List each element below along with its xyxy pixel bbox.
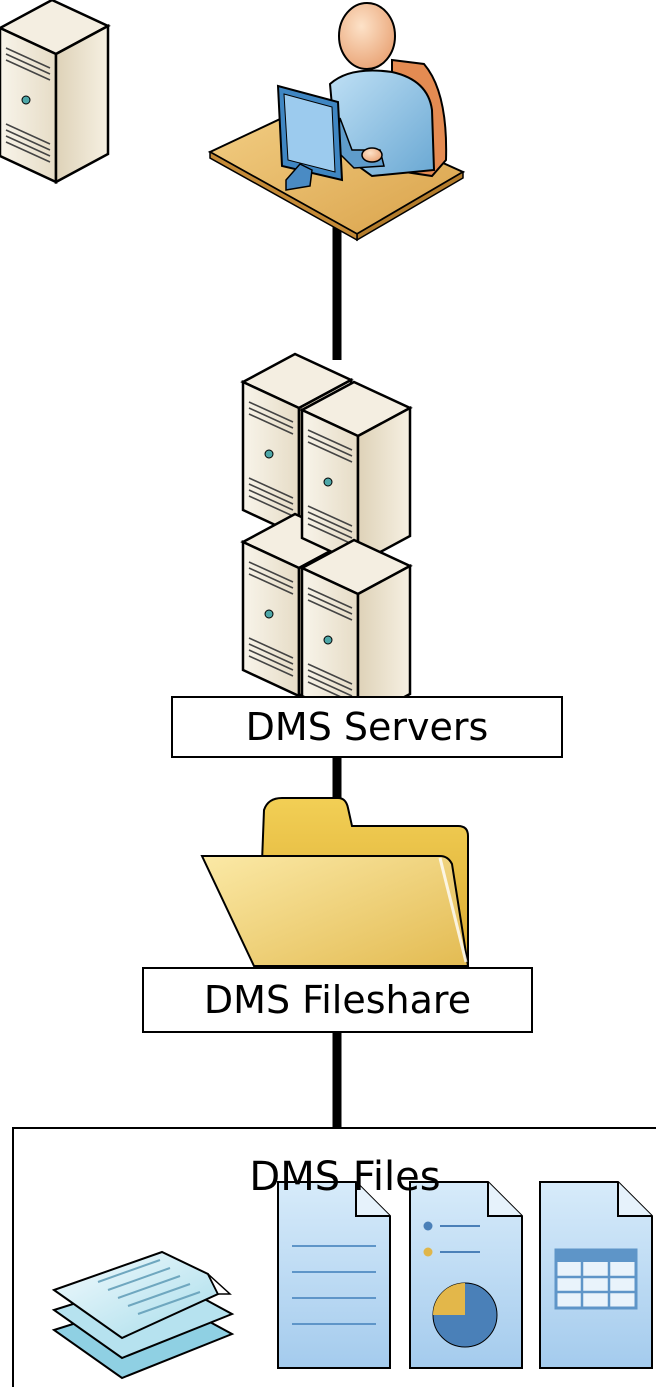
report-document-icon — [409, 1181, 523, 1369]
document-stack-icon — [51, 1250, 235, 1380]
dms-servers-label: DMS Servers — [171, 696, 563, 758]
dms-servers-text: DMS Servers — [245, 705, 489, 749]
dms-fileshare-text: DMS Fileshare — [203, 978, 472, 1022]
spreadsheet-document-icon — [539, 1181, 653, 1369]
text-document-icon — [277, 1181, 391, 1369]
dms-fileshare-label: DMS Fileshare — [142, 967, 533, 1033]
dms-files-title: DMS Files — [249, 1154, 441, 1200]
folder-icon — [200, 797, 470, 967]
user-at-computer-icon — [207, 2, 466, 242]
server-unit — [0, 0, 111, 185]
server-stack-icon — [0, 0, 412, 724]
